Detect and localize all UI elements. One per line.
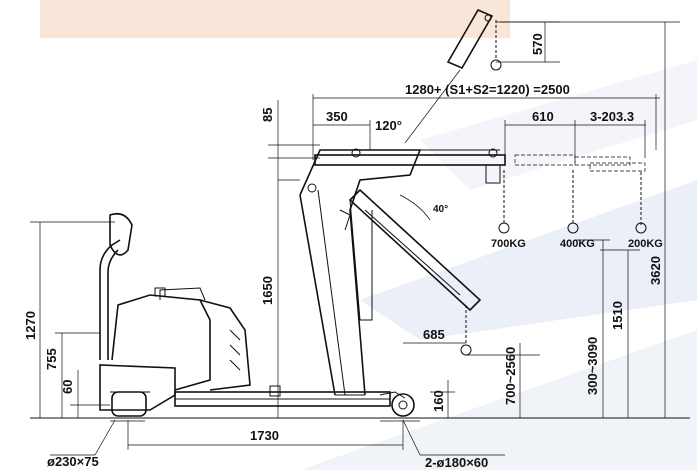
ground-line [30,417,690,422]
dim-120: 120° [375,118,402,133]
dim-texts: 570 1280+ (S1+S2=1220) =2500 350 120° 85… [23,33,663,470]
dim-610: 610 [532,109,554,124]
watermark [40,0,697,470]
upper-boom [314,148,506,184]
dim-350: 350 [326,109,348,124]
dim-160: 160 [431,390,446,412]
front-wheel [379,391,415,417]
dim-85: 85 [260,108,275,122]
hook-700 [498,170,510,234]
dim-685: 685 [423,327,445,342]
dim-1510: 1510 [610,301,625,330]
dim-60: 60 [60,380,75,394]
tiller-handle [99,212,133,360]
dim-lines [30,21,680,456]
boom-extensions [514,154,646,172]
front-wheel-spec: 2-ø180×60 [425,455,488,470]
body-housing [99,287,251,411]
drive-wheel [110,391,150,417]
dim-1650: 1650 [260,276,275,305]
dim-570: 570 [530,33,545,55]
top-boom-detail [446,8,502,71]
mast [299,149,422,396]
dim-3620: 3620 [648,256,663,285]
dim-boom-formula: 1280+ (S1+S2=1220) =2500 [405,82,570,97]
hook-400 [567,170,579,234]
load-200: 200KG [628,238,663,250]
dim-1730: 1730 [250,428,279,443]
drive-wheel-spec: ø230×75 [47,454,99,469]
dim-755: 755 [44,348,59,370]
load-400: 400KG [560,238,595,250]
dim-40deg: 40° [433,204,448,215]
load-700: 700KG [491,238,526,250]
dim-3x203: 3-203.3 [590,109,634,124]
dim-1270: 1270 [23,311,38,340]
dim-700-2560: 700~2560 [503,347,518,405]
dim-300-3090: 300~3090 [585,337,600,395]
hook-200 [635,172,647,234]
chassis-base [174,385,391,407]
diagonal-boom [339,188,482,356]
